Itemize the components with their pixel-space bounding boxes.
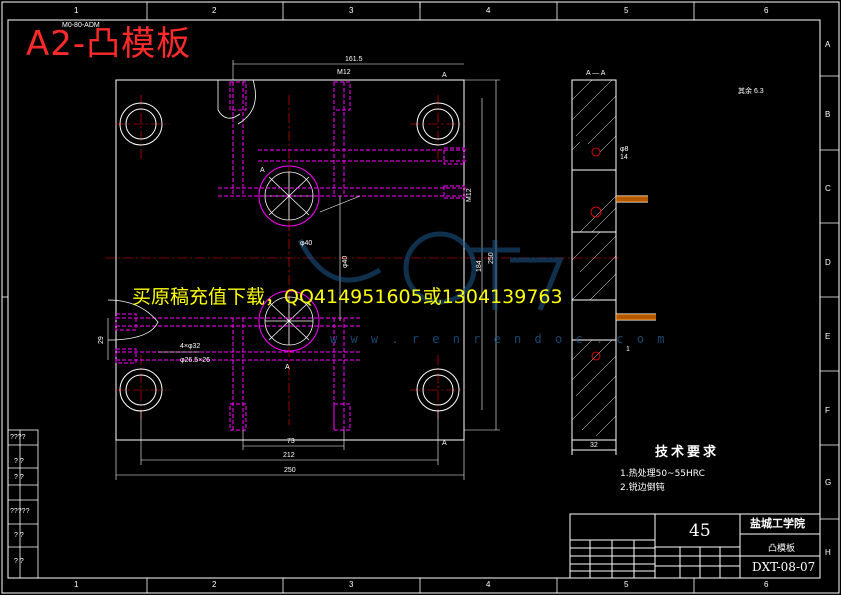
dim-1: 1 bbox=[626, 346, 630, 353]
dim-250-vertical: 250 bbox=[488, 252, 495, 264]
part-name: 凸模板 bbox=[768, 544, 796, 554]
zone-row-g: G bbox=[825, 478, 832, 487]
drawing-ref-note: M0-80-ADM bbox=[62, 22, 100, 29]
zone-row-d: D bbox=[825, 258, 831, 267]
dim-phi26: φ26.5×26 bbox=[180, 357, 211, 364]
dim-32: 32 bbox=[590, 442, 598, 449]
section-channel-upper bbox=[616, 196, 648, 202]
plate-outline bbox=[115, 79, 465, 441]
left-table-row-3: ? ? bbox=[14, 474, 24, 481]
dim-m12-top: M12 bbox=[337, 69, 351, 76]
zone-col-5-bottom: 5 bbox=[624, 580, 629, 589]
school-name: 盐城工学院 bbox=[750, 517, 805, 530]
watermark-url: w w w . r e n r e n d o c . c o m bbox=[330, 332, 668, 346]
zone-col-2-top: 2 bbox=[212, 6, 217, 15]
plan-dims bbox=[107, 60, 500, 480]
dim-14: 14 bbox=[620, 154, 628, 161]
punch-seat-lower bbox=[258, 290, 320, 352]
section-hatch bbox=[571, 79, 617, 437]
zone-col-6-bottom: 6 bbox=[764, 580, 769, 589]
left-table-row-5: ? ? bbox=[14, 532, 24, 539]
dim-184: 184 bbox=[476, 260, 483, 272]
overlay-ad-text: 买原稿充值下载，QQ414951605或1304139763 bbox=[132, 286, 563, 308]
zone-row-f: F bbox=[825, 406, 830, 415]
dim-161-5: 161.5 bbox=[345, 56, 363, 63]
watermark-logo bbox=[297, 231, 564, 311]
zone-row-e: E bbox=[825, 332, 831, 341]
tech-req-item-1: 1.热处理50~55HRC bbox=[620, 469, 705, 479]
section-mark-left-2: A bbox=[285, 364, 290, 371]
zone-row-a: A bbox=[825, 40, 831, 49]
inner-border bbox=[7, 19, 821, 579]
section-holes bbox=[590, 147, 602, 361]
zone-col-6-top: 6 bbox=[764, 6, 769, 15]
zone-col-4-top: 4 bbox=[486, 6, 491, 15]
overlay-title: A2-凸模板 bbox=[26, 24, 192, 64]
dim-phi40: φ40 bbox=[300, 240, 313, 247]
cooling-channels bbox=[115, 81, 466, 431]
zone-col-1-bottom: 1 bbox=[74, 580, 79, 589]
drawing-code: DXT-08-07 bbox=[752, 560, 816, 574]
zone-row-c: C bbox=[825, 184, 831, 193]
roughness-note: 其余 6.3 bbox=[738, 88, 764, 95]
dim-212: 212 bbox=[283, 452, 295, 459]
ejector-screws bbox=[107, 79, 256, 341]
dim-phi8: φ8 bbox=[620, 146, 629, 153]
zone-col-4-bottom: 4 bbox=[486, 580, 491, 589]
tech-req-title: 技术要求 bbox=[655, 445, 720, 460]
left-table-row-6: ? ? bbox=[14, 558, 24, 565]
punch-seat-upper bbox=[258, 165, 320, 227]
tech-req-item-2: 2.锐边倒钝 bbox=[620, 483, 665, 493]
left-table-row-1: ???? bbox=[10, 434, 26, 441]
left-table-row-4: ????? bbox=[10, 508, 30, 515]
zone-col-5-top: 5 bbox=[624, 6, 629, 15]
material: 45 bbox=[689, 521, 711, 541]
section-mark-top: A bbox=[442, 72, 447, 79]
section-mark-left-1: A bbox=[260, 167, 265, 174]
zone-row-b: B bbox=[825, 110, 831, 119]
dim-250-horizontal: 250 bbox=[284, 467, 296, 474]
left-table bbox=[7, 429, 39, 579]
dim-phi40-vertical: φ40 bbox=[342, 255, 349, 268]
dim-m12-right: M12 bbox=[466, 188, 473, 202]
dim-73: 73 bbox=[287, 438, 295, 445]
dim-29: 29 bbox=[98, 336, 105, 344]
zone-col-1-top: 1 bbox=[74, 6, 79, 15]
zone-row-h: H bbox=[825, 548, 831, 557]
dim-4-phi32: 4×φ32 bbox=[180, 343, 201, 350]
section-channel-lower bbox=[616, 314, 656, 320]
zone-col-3-top: 3 bbox=[349, 6, 354, 15]
section-mark-bottom: A bbox=[442, 440, 447, 447]
left-table-row-2: ? ? bbox=[14, 458, 24, 465]
zone-col-3-bottom: 3 bbox=[349, 580, 354, 589]
section-view-label: A — A bbox=[586, 70, 606, 77]
title-block bbox=[569, 513, 821, 579]
zone-col-2-bottom: 2 bbox=[212, 580, 217, 589]
